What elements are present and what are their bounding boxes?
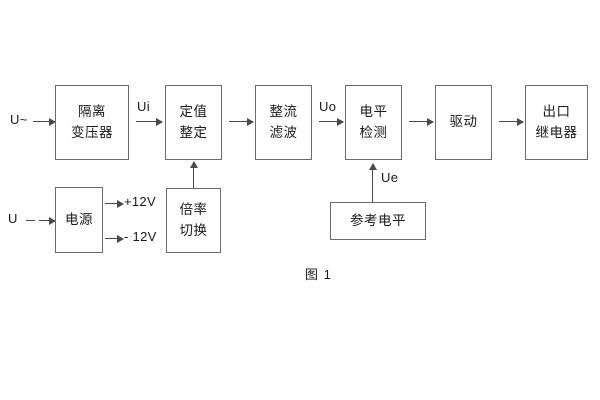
arrow-input-ac-to-isolation-transformer [33,121,55,123]
block-isolation-transformer-line2: 变压器 [71,124,113,140]
arrow-isolation-transformer-to-setpoint [136,121,162,123]
block-output-relay[interactable]: 出口 继电器 [525,85,588,160]
signal-label-uo: Uo [319,99,337,114]
block-level-detection[interactable]: 电平 检测 [345,85,402,160]
arrow-multiplier-switch-to-setpoint [193,162,195,188]
block-drive[interactable]: 驱动 [435,85,492,160]
signal-label-rail-negative: - 12V [124,229,157,244]
block-level-detection-line1: 电平 [359,103,388,119]
block-multiplier-switch-line1: 倍率 [179,201,208,217]
block-multiplier-switch[interactable]: 倍率 切换 [166,188,221,253]
block-output-relay-line1: 出口 [542,103,571,119]
block-drive-line1: 驱动 [449,114,478,130]
block-setpoint-setting[interactable]: 定值 整定 [165,85,222,160]
block-rectify-filter[interactable]: 整流 滤波 [255,85,312,160]
block-output-relay-line2: 继电器 [535,124,578,140]
block-power-supply-line1: 电源 [65,211,93,227]
signal-label-rail-positive: +12V [124,194,156,209]
figure-caption: 图 1 [305,267,332,282]
block-power-supply[interactable]: 电源 [55,187,103,253]
arrow-input-dc-to-power-supply [39,220,55,222]
block-setpoint-setting-line1: 定值 [179,103,208,119]
signal-label-input-dc: U [8,211,18,226]
arrow-setpoint-to-rectify-filter [229,121,253,123]
arrow-reference-level-to-level-detection [372,164,374,202]
block-isolation-transformer[interactable]: 隔离 变压器 [55,85,129,160]
block-reference-level-line1: 参考电平 [350,212,406,228]
dash-input-dc-segment1 [26,220,35,222]
block-multiplier-switch-line2: 切换 [179,222,208,238]
arrow-rail-negative [105,238,123,240]
signal-label-ue: Ue [381,170,399,185]
arrow-drive-to-output-relay [499,121,523,123]
block-rectify-filter-line2: 滤波 [269,124,298,140]
signal-label-input-ac: U~ [10,112,28,127]
arrow-level-detection-to-drive [409,121,433,123]
block-level-detection-line2: 检测 [359,124,388,140]
block-setpoint-setting-line2: 整定 [179,124,208,140]
signal-label-ui: Ui [137,99,150,114]
block-reference-level[interactable]: 参考电平 [330,202,426,240]
arrow-rail-positive [105,203,123,205]
arrow-rectify-filter-to-level-detection [319,121,343,123]
block-rectify-filter-line1: 整流 [269,103,298,119]
block-isolation-transformer-line1: 隔离 [78,103,106,119]
